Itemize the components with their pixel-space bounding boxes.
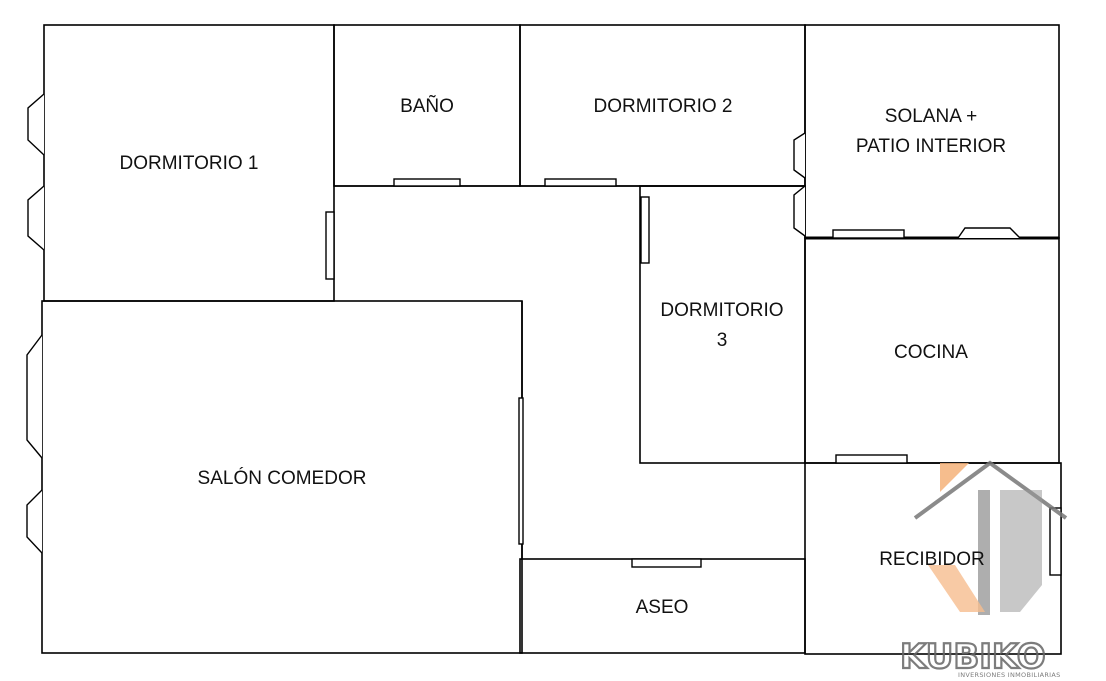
label-dormitorio-3-line1: DORMITORIO [660,300,783,321]
door-cocina [835,454,908,464]
logo-roof-icon [913,460,1068,520]
logo-k-left-icon [978,490,990,615]
door-dormitorio-1 [325,211,335,280]
door-salon [518,397,524,545]
door-bano [393,178,461,187]
label-dormitorio-2: DORMITORIO 2 [594,96,733,117]
logo-orange-accent [940,463,969,492]
label-dormitorio-3-line2: 3 [717,330,728,351]
label-dormitorio-1: DORMITORIO 1 [120,153,259,174]
dormitorio-3-room [639,185,806,464]
solana-room [804,24,1060,239]
label-cocina: COCINA [894,342,968,363]
door-aseo [631,558,702,568]
room-labels: DORMITORIO 1 BAÑO DORMITORIO 2 SOLANA + … [120,95,1007,618]
label-solana-line2: PATIO INTERIOR [856,136,1006,157]
label-bano: BAÑO [400,95,454,117]
label-aseo: ASEO [636,597,689,618]
label-recibidor: RECIBIDOR [879,549,985,570]
label-salon: SALÓN COMEDOR [198,467,367,489]
logo-name: KUBIKO [900,637,1046,677]
label-solana-line1: SOLANA + [885,106,977,127]
door-dormitorio-3 [640,196,650,264]
door-solana [832,229,905,239]
door-entrance [1049,507,1062,576]
logo-k-right-icon [1000,490,1042,612]
windows [26,93,1021,554]
logo-k-orange-icon [928,565,985,612]
door-dormitorio-2 [544,178,617,187]
kubiko-logo: KUBIKO INVERSIONES INMOBILIARIAS [899,460,1068,679]
doors [325,178,1062,576]
logo-tagline: INVERSIONES INMOBILIARIAS [958,671,1061,679]
